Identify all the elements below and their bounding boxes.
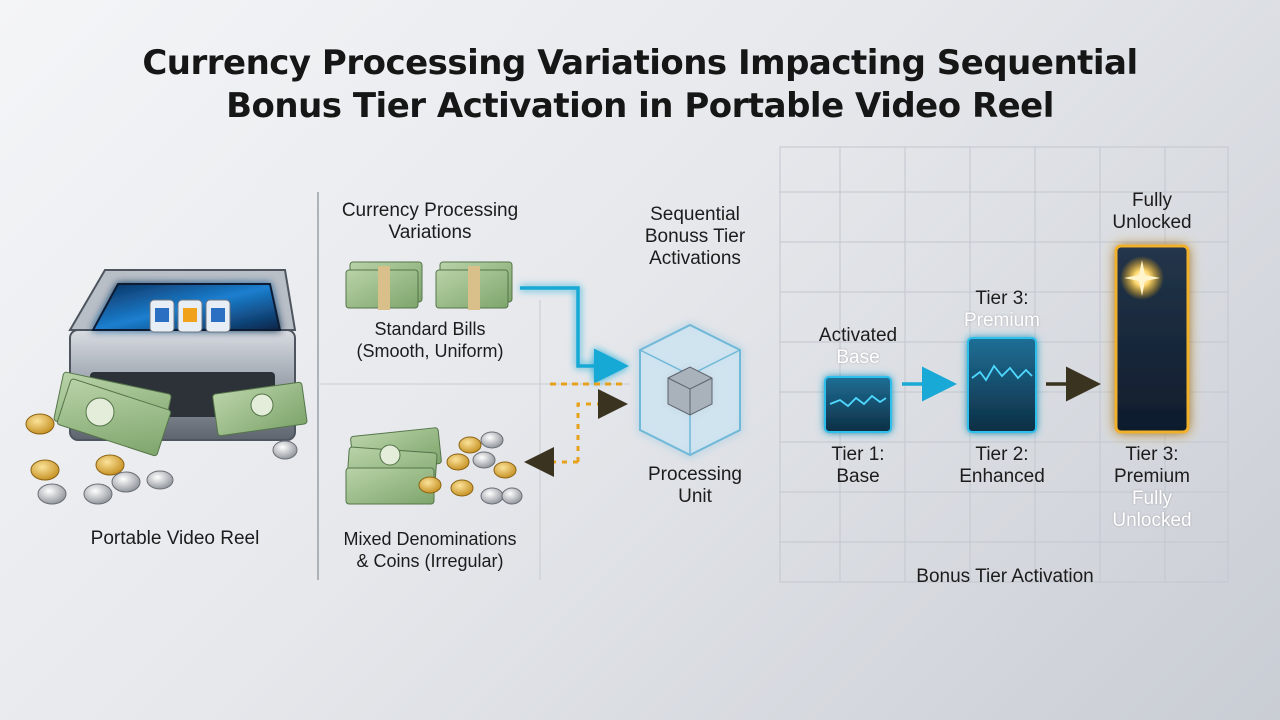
mixed-flow-arrow (576, 389, 628, 462)
tier3-box (1114, 244, 1190, 434)
standard-bills-line2: (Smooth, Uniform) (356, 341, 504, 361)
page-title-line1: Currency Processing Variations Impacting… (142, 43, 1138, 83)
page-title-line2: Bonus Tier Activation in Portable Video … (226, 86, 1054, 126)
tier3-top-label: Fully Unlocked (1092, 190, 1212, 234)
tier2-box (967, 337, 1037, 433)
mixed-line1: Mixed Denominations (343, 529, 517, 549)
tier2-top-label: Tier 3: Premium (942, 288, 1062, 332)
tier2-bottom-line1: Tier 2: (975, 444, 1029, 465)
processor-heading-line3: Activations (649, 248, 741, 269)
slot-machine-icon (25, 269, 308, 505)
tier1-bottom-label: Tier 1: Base (798, 444, 918, 488)
processor-heading: Sequential Bonuss Tier Activations (610, 204, 780, 270)
mixed-line2: & Coins (Irregular) (356, 551, 504, 571)
bonus-tier-activation-label: Bonus Tier Activation (916, 566, 1094, 587)
tier3-bottom-line1: Tier 3: (1125, 444, 1179, 465)
tier3-bottom-line2: Premium (1113, 466, 1190, 487)
tier3-bottom-label: Tier 3: Premium Fully Unlocked (1092, 444, 1212, 532)
processing-unit-line1: Processing (648, 464, 742, 485)
tier2-bottom-line2: Enhanced (959, 466, 1045, 487)
mixed-currency-label: Mixed Denominations & Coins (Irregular) (320, 528, 540, 572)
tier2-bottom-label: Tier 2: Enhanced (932, 444, 1072, 488)
standard-bills-label: Standard Bills (Smooth, Uniform) (330, 318, 530, 362)
standard-bills-icon (345, 261, 513, 310)
tier3-bottom-line3: Fully (1131, 488, 1173, 509)
mixed-currency-icon (345, 427, 523, 505)
tier1-top-line2: Base (836, 347, 880, 368)
processing-unit-label: Processing Unit (610, 464, 780, 508)
processing-unit-icon (639, 323, 741, 457)
processor-heading-line1: Sequential (650, 204, 740, 225)
standard-bills-line1: Standard Bills (374, 319, 486, 339)
tier1-box (824, 376, 892, 433)
tier2-top-line1: Tier 3: (975, 288, 1029, 309)
tier3-top-line1: Fully (1131, 190, 1173, 211)
tier3-bottom-line4: Unlocked (1112, 510, 1192, 531)
tier1-top-label: Activated Base (798, 325, 918, 369)
processor-heading-line2: Bonuss Tier (644, 226, 746, 247)
standard-flow-arrow (520, 286, 629, 384)
machine-label: Portable Video Reel (90, 528, 260, 549)
processing-unit-line2: Unit (678, 486, 712, 507)
currency-heading: Currency Processing Variations (341, 200, 519, 243)
tier1-bottom-line1: Tier 1: (831, 444, 885, 465)
tier3-top-line2: Unlocked (1112, 212, 1192, 233)
tier1-top-line1: Activated (818, 325, 898, 346)
tier2-top-line2: Premium (963, 310, 1040, 331)
tier1-bottom-line2: Base (836, 466, 880, 487)
